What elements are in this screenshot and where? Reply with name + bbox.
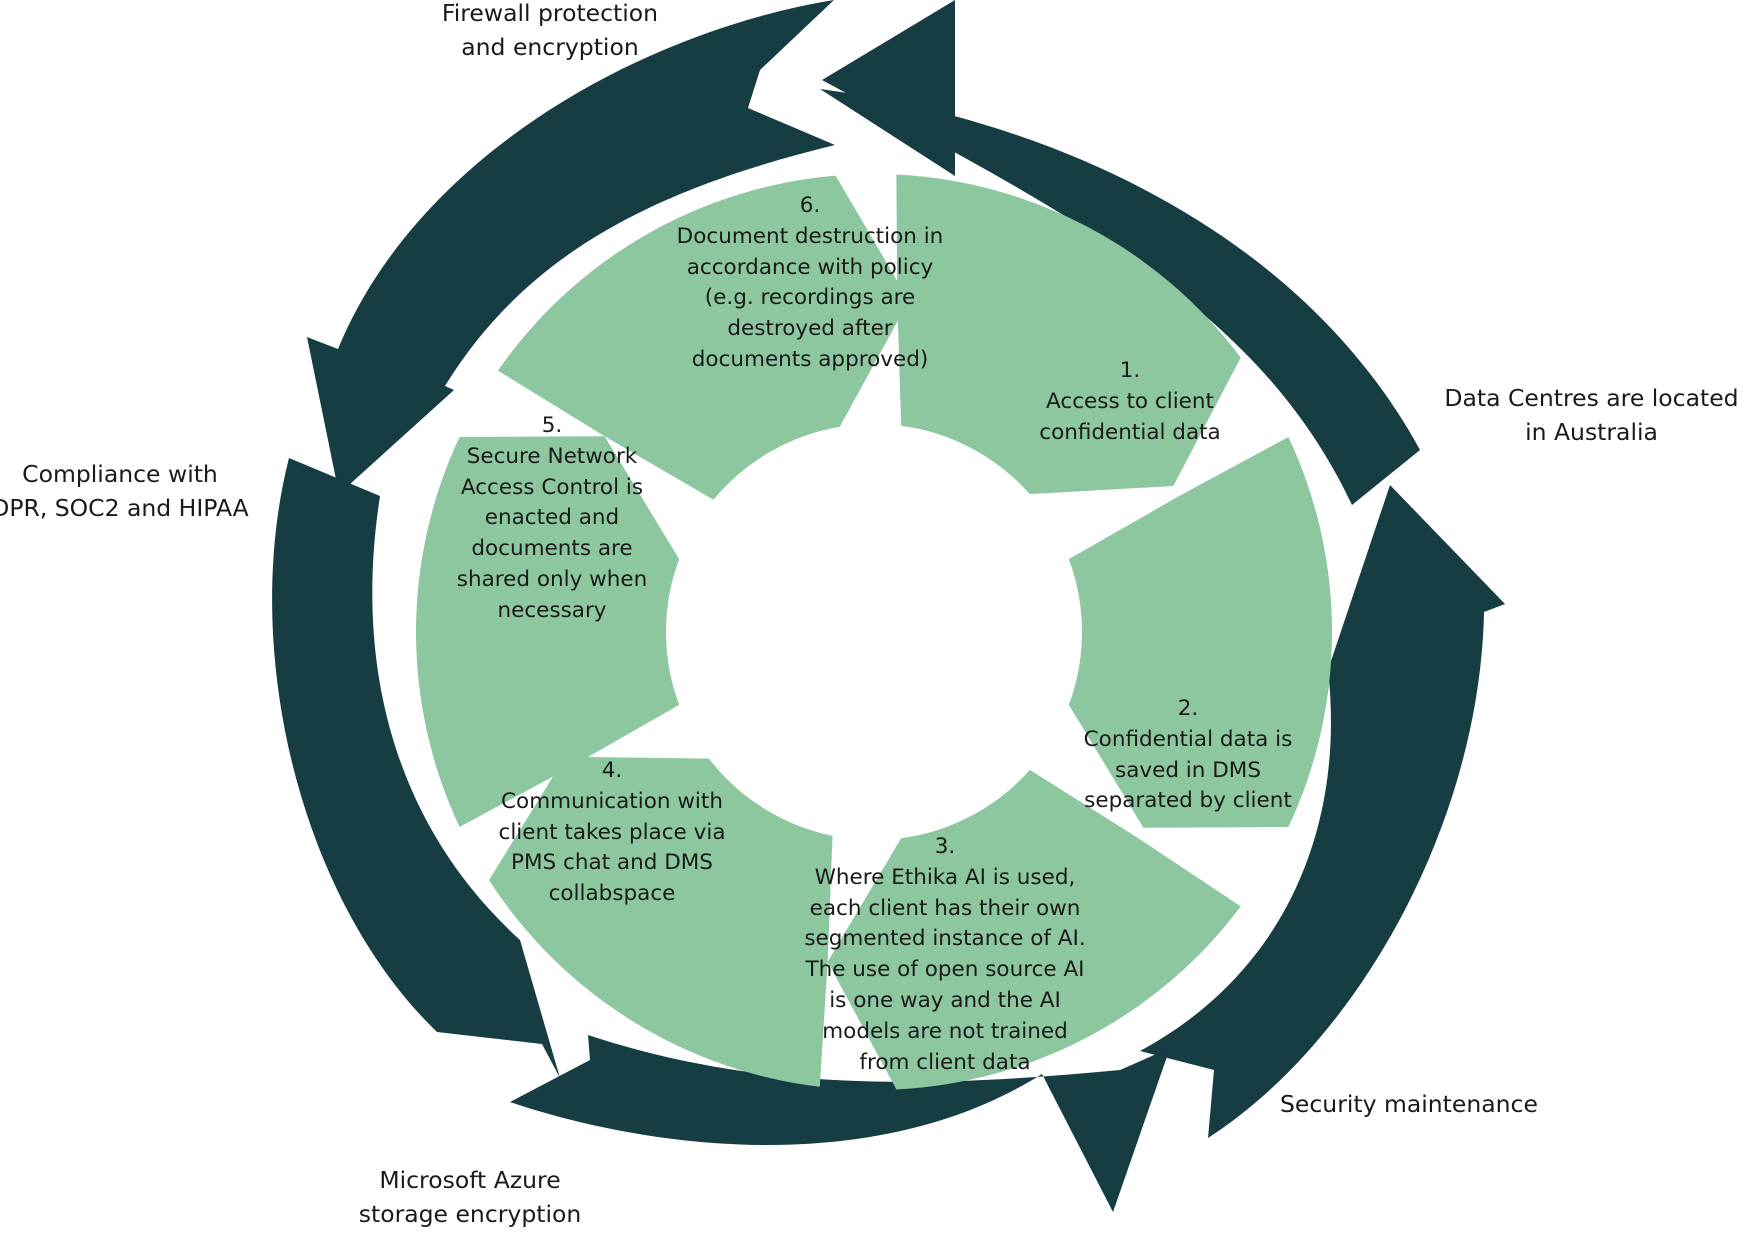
step-4-text: Communication with client takes place vi… bbox=[498, 788, 726, 907]
step-3-number: 3. bbox=[934, 834, 956, 859]
label-firewall: Firewall protection and encryption bbox=[441, 0, 659, 61]
label-azure: Microsoft Azure storage encryption bbox=[358, 1166, 582, 1228]
segment-step-4 bbox=[489, 756, 833, 1087]
segment-step-6 bbox=[497, 175, 909, 500]
label-security-maintenance: Security maintenance bbox=[1280, 1090, 1538, 1118]
outer-arrow-ring bbox=[272, 0, 1505, 1212]
step-4-number: 4. bbox=[601, 758, 623, 783]
segment-step-3 bbox=[827, 769, 1241, 1090]
step-2-text: Confidential data is saved in DMS separa… bbox=[1083, 726, 1293, 814]
label-compliance: Compliance with DPR, SOC2 and HIPAA bbox=[0, 460, 249, 522]
outer-arrow-firewall bbox=[307, 0, 835, 494]
step-4-label: 4. Communication with client takes place… bbox=[472, 756, 752, 910]
step-5-label: 5. Secure Network Access Control is enac… bbox=[412, 411, 692, 627]
segment-step-1 bbox=[896, 174, 1241, 495]
outer-arrow-azure bbox=[510, 1035, 1170, 1212]
step-2-number: 2. bbox=[1177, 696, 1199, 721]
process-segments bbox=[415, 174, 1332, 1090]
step-1-number: 1. bbox=[1119, 358, 1141, 383]
segment-step-2 bbox=[1068, 436, 1332, 828]
step-6-number: 6. bbox=[799, 193, 821, 218]
step-6-label: 6. Document destruction in accordance wi… bbox=[640, 191, 980, 376]
step-1-text: Access to client confidential data bbox=[1039, 388, 1221, 445]
step-3-text: Where Ethika AI is used, each client has… bbox=[804, 864, 1086, 1075]
outer-arrow-data-centres bbox=[820, 0, 1420, 505]
outer-arrow-security-maintenance bbox=[1140, 485, 1505, 1138]
outer-arrow-compliance bbox=[272, 458, 560, 1078]
step-5-text: Secure Network Access Control is enacted… bbox=[456, 443, 648, 623]
step-6-text: Document destruction in accordance with … bbox=[676, 223, 944, 372]
step-1-label: 1. Access to client confidential data bbox=[1005, 356, 1255, 448]
step-3-label: 3. Where Ethika AI is used, each client … bbox=[785, 832, 1105, 1078]
step-5-number: 5. bbox=[541, 413, 563, 438]
segment-step-5 bbox=[415, 436, 680, 828]
step-2-label: 2. Confidential data is saved in DMS sep… bbox=[1068, 694, 1308, 817]
label-data-centres: Data Centres are located in Australia bbox=[1444, 384, 1739, 446]
